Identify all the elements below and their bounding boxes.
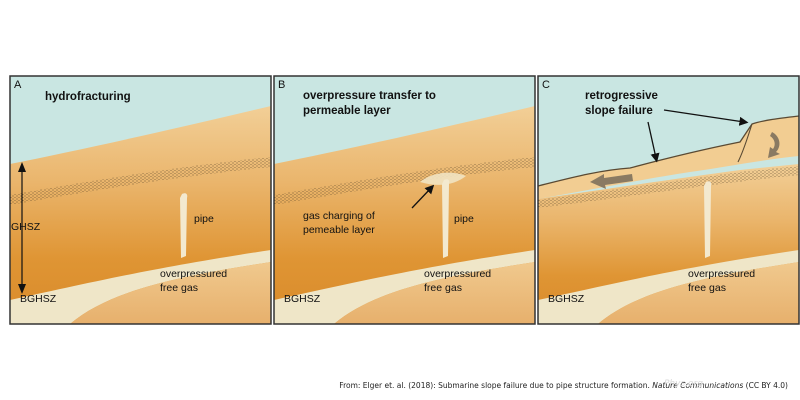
scarp-arrow-icon bbox=[663, 109, 749, 126]
ghsz-label: GHSZ bbox=[11, 221, 41, 233]
bghsz-label: BGHSZ bbox=[20, 293, 57, 305]
lower-sediment bbox=[70, 262, 271, 324]
ghsz-arrow-up-icon bbox=[18, 162, 26, 172]
free-gas-label: overpressured free gas bbox=[424, 268, 494, 294]
charging-line: gas charging of bbox=[303, 210, 375, 222]
gas-charged-patch bbox=[420, 172, 466, 185]
charging-arrow-icon bbox=[411, 184, 435, 209]
pipe-label: pipe bbox=[194, 213, 214, 225]
title-line: permeable layer bbox=[303, 105, 391, 117]
title-line: slope failure bbox=[585, 105, 653, 117]
panel-title: hydrofracturing bbox=[45, 91, 131, 103]
fluid-pipe bbox=[442, 179, 450, 258]
free-gas-zone bbox=[538, 250, 799, 324]
panel-a: A hydrofracturing GHSZ BGHSZ pipe overpr… bbox=[9, 75, 272, 325]
charging-line: pemeable layer bbox=[303, 224, 375, 236]
failure-scarp-line bbox=[737, 123, 753, 163]
charging-label: gas charging of pemeable layer bbox=[303, 210, 378, 236]
permeable-layer bbox=[274, 157, 535, 205]
panel-frame bbox=[273, 75, 536, 325]
free-gas-zone bbox=[274, 250, 535, 324]
pipe-label: pipe bbox=[454, 213, 474, 225]
permeable-layer bbox=[10, 157, 271, 205]
permeable-layer bbox=[538, 166, 799, 208]
title-line: hydrofracturing bbox=[45, 91, 131, 103]
lower-sediment bbox=[598, 262, 799, 324]
panel-title: overpressure transfer to permeable layer bbox=[303, 90, 439, 117]
credit-journal: Nature Communications bbox=[652, 381, 744, 390]
rotation-arrow-icon bbox=[768, 132, 780, 158]
bghsz-label: BGHSZ bbox=[548, 293, 585, 305]
panel-frame bbox=[9, 75, 272, 325]
panel-frame bbox=[537, 75, 800, 325]
free-gas-line: overpressured bbox=[688, 268, 755, 280]
panel-title: retrogressive slope failure bbox=[585, 90, 661, 117]
fluid-pipe bbox=[180, 193, 188, 258]
free-gas-line: overpressured bbox=[160, 268, 227, 280]
free-gas-label: overpressured free gas bbox=[688, 268, 758, 294]
free-gas-line: free gas bbox=[160, 282, 198, 294]
panel-letter: B bbox=[278, 79, 285, 91]
panel-letter: A bbox=[14, 79, 22, 91]
slide-surface-line bbox=[538, 115, 799, 187]
panel-c: C retrogressive slope failure BGHSZ over… bbox=[537, 75, 800, 325]
free-gas-zone bbox=[10, 250, 271, 324]
site-watermark: Phys.org bbox=[664, 379, 703, 389]
credit-license: (CC BY 4.0) bbox=[743, 381, 788, 390]
panel-letter: C bbox=[542, 79, 550, 91]
fluid-pipe bbox=[704, 181, 712, 258]
slide-direction-arrow-icon bbox=[590, 174, 633, 189]
surface-arrow-icon bbox=[647, 121, 660, 163]
credit-prefix: From: Elger et. al. (2018): Submarine sl… bbox=[339, 381, 653, 390]
title-line: retrogressive bbox=[585, 90, 658, 102]
panel-b: B overpressure transfer to permeable lay… bbox=[273, 75, 536, 325]
free-gas-line: free gas bbox=[688, 282, 726, 294]
free-gas-label: overpressured free gas bbox=[160, 268, 230, 294]
free-gas-line: free gas bbox=[424, 282, 462, 294]
source-credit: From: Elger et. al. (2018): Submarine sl… bbox=[0, 381, 788, 390]
lower-sediment bbox=[334, 262, 535, 324]
ghsz-arrow-down-icon bbox=[18, 284, 26, 294]
title-line: overpressure transfer to bbox=[303, 90, 436, 102]
free-gas-line: overpressured bbox=[424, 268, 491, 280]
bghsz-label: BGHSZ bbox=[284, 293, 321, 305]
